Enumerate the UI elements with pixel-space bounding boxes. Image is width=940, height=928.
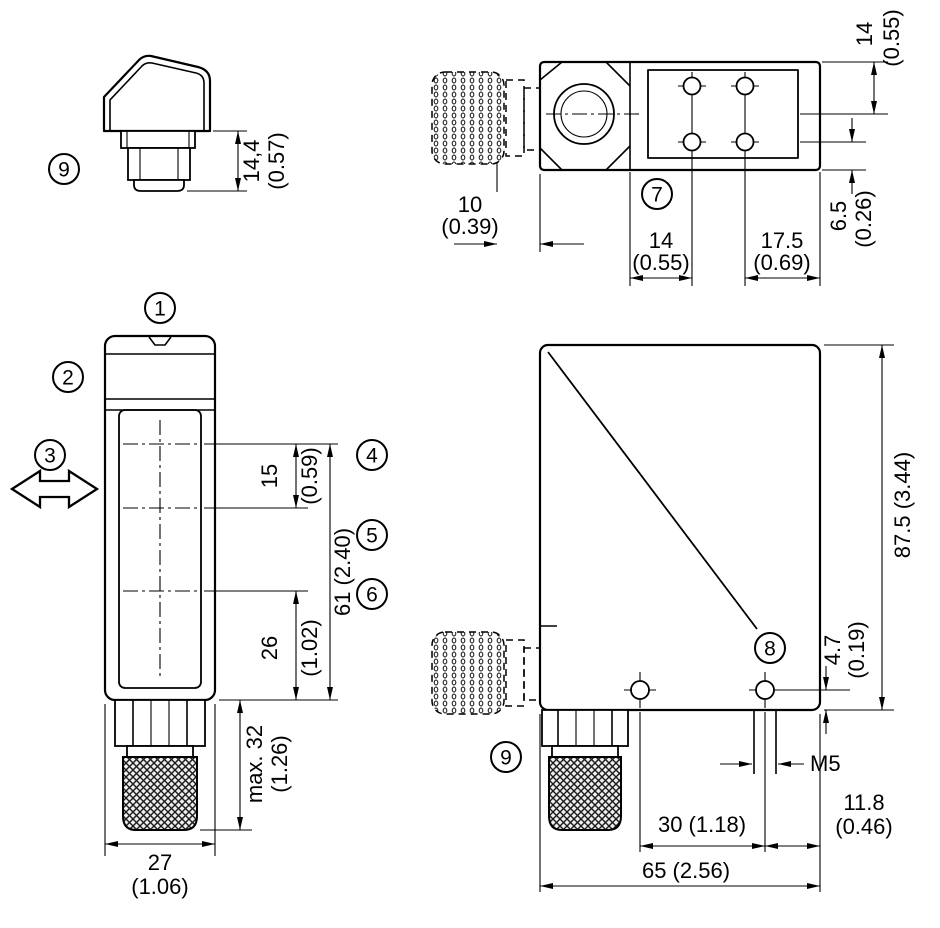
side-connector [541,709,629,831]
side-mounting-holes [624,672,850,852]
ref-9-badge: 9 [48,153,80,185]
optical-centerlines [123,420,197,676]
side-view: M5 87.5 (3.44) 4.7 (0.19) [431,343,915,892]
dim-87-5: 87.5 (3.44) [890,452,915,558]
dim-m5-label: M5 [810,751,841,776]
front-window [118,409,202,689]
hole-top-left [682,76,702,96]
dimension-15: 15 (0.59) [257,444,322,508]
dim-14a-mm: 14 [852,22,877,46]
dim-10-in: (0.39) [441,214,498,239]
plug-side-view: 14,4 (0.57) 9 [48,54,289,192]
dim-15-in: (0.59) [297,447,322,504]
dim-14a-in: (0.55) [879,9,904,66]
dim-14b-in: (0.55) [632,250,689,275]
dim-11-8-in: (0.46) [835,814,892,839]
adjustment-double-arrow-icon [9,468,100,510]
ref-9-number-side: 9 [500,747,512,770]
knurled-nut-side [548,756,622,831]
dimension-14-bottom: 14 (0.55) [629,158,693,286]
sensor-head-profile [102,54,212,133]
dimension-27: 27 (1.06) [104,704,216,899]
dimension-max-32: max. 32 (1.26) [237,700,292,830]
ref-7-number: 7 [651,184,663,207]
dim-27-in: (1.06) [131,874,188,899]
dimension-m5: M5 [720,710,841,776]
ref-9-number: 9 [58,159,70,182]
dimension-17-5: 17.5 (0.69) [744,158,821,286]
front-connector [114,699,206,831]
dim-max32-in: (1.26) [267,735,292,792]
ref-3-badge: 3 [34,439,66,471]
hole-bottom-right [735,132,755,152]
dim-17-5-mm: 17.5 [761,228,804,253]
dimension-30: 30 (1.18) [640,812,765,849]
dimension-11-8: 11.8 (0.46) [765,790,893,849]
ref-9-badge-side: 9 [490,741,522,773]
dim-15-mm: 15 [257,464,282,488]
top-mounting-holes [678,72,759,158]
dimension-65: 65 (2.56) [540,858,820,889]
dim-30: 30 (1.18) [658,812,746,837]
top-plate [647,69,799,159]
dim-6-5-mm: 6.5 [826,201,851,232]
dimension-4-7: 4.7 (0.19) [820,621,869,734]
dim-65: 65 (2.56) [642,858,730,883]
dimension-26: 26 (1.02) [257,591,322,700]
dimension-14-4: 14,4 (0.57) [187,130,289,192]
ref-1-number: 1 [154,298,166,321]
dim-61: 61 (2.40) [330,528,355,616]
sensor-head-inner-wall [109,62,205,131]
ref-8-number: 8 [764,638,776,661]
ref-8-badge: 8 [754,632,786,664]
dimension-10: 10 (0.39) [441,162,584,252]
ref-5-number: 5 [366,525,378,548]
dim-10-mm: 10 [458,192,482,217]
dashed-connector-side [431,631,541,715]
plug-connector [120,130,196,192]
dimension-6-5: 6.5 (0.26) [800,118,876,248]
dim-17-5-in: (0.69) [753,250,810,275]
front-view: 15 (0.59) 61 (2.40) 26 (1.02) max. 32 [9,292,388,899]
ref-7-badge: 7 [641,178,673,210]
dim-26-in: (1.02) [297,619,322,676]
ref-4-number: 4 [366,445,378,468]
side-extension-lines [539,714,821,892]
ref-4-badge: 4 [356,439,388,471]
hole-bottom-left [682,132,702,152]
dimension-61: 61 (2.40) [327,444,355,700]
dimension-14-axis: 14 (0.55) [800,9,904,115]
dim-26-mm: 26 [257,636,282,660]
top-marker-notch [148,336,172,346]
top-view-barrel [539,61,642,171]
top-view: 10 (0.39) 14 (0.55) 17.5 (0.69) 14 (0.55… [431,9,904,286]
ref-6-number: 6 [366,584,378,607]
dim-max32-mm: max. 32 [242,725,267,803]
ref-1-badge: 1 [144,292,176,324]
dim-27-mm: 27 [148,850,172,875]
hole-left [630,680,650,700]
ref-3-number: 3 [44,445,56,468]
ref-5-badge: 5 [356,519,388,551]
dim-6-5-in: (0.26) [851,190,876,247]
hole-top-right [735,76,755,96]
dashed-connector-top [431,71,541,165]
optics-diagonal [547,351,758,630]
hole-right [755,680,775,700]
ref-2-badge: 2 [52,361,84,393]
dim-14b-mm: 14 [649,228,673,253]
ref-2-number: 2 [62,367,74,390]
dim-4-7-in: (0.19) [844,621,869,678]
knurled-nut [122,756,198,831]
dim-4-7-mm: 4.7 [820,635,845,666]
ref-6-badge: 6 [356,578,388,610]
dim-14-4-mm: 14,4 [239,140,264,183]
dim-11-8-mm: 11.8 [843,790,884,815]
dimension-87-5: 87.5 (3.44) [824,344,915,711]
dim-14-4-in: (0.57) [264,132,289,189]
